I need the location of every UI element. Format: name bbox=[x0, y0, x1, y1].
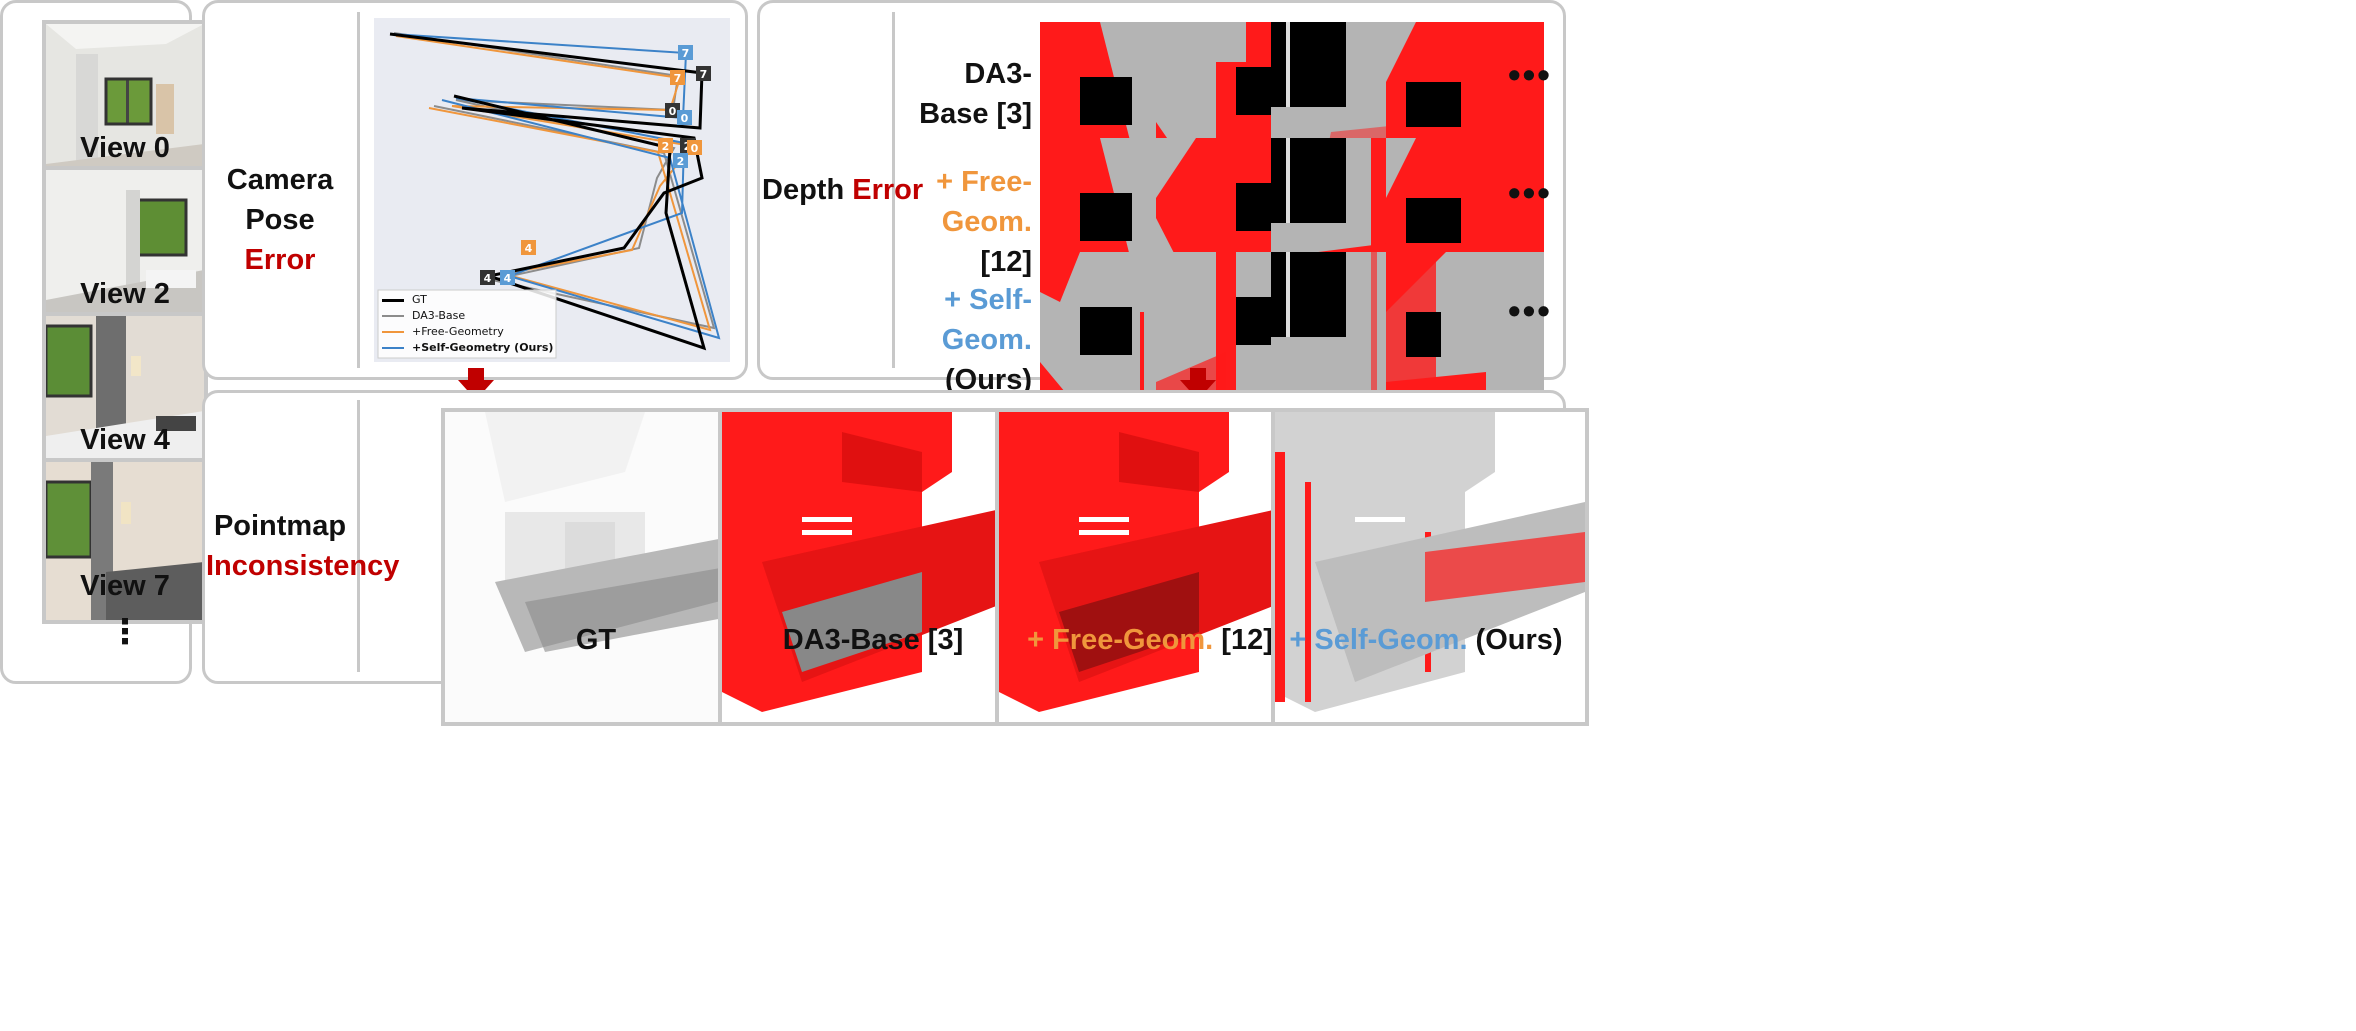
svg-text:7: 7 bbox=[674, 72, 682, 85]
view-label: View 7 bbox=[80, 570, 170, 602]
svg-text:7: 7 bbox=[700, 68, 708, 81]
legend-item-self: +Self-Geometry (Ours) bbox=[382, 340, 553, 356]
depth-row-ellipsis: ••• bbox=[1508, 172, 1552, 213]
depth-error-title: Depth Error bbox=[762, 170, 923, 210]
depth-error-label: Error bbox=[852, 174, 924, 206]
view-label: View 0 bbox=[80, 132, 170, 164]
svg-text:0: 0 bbox=[669, 105, 677, 118]
more-views-icon: ⋮ bbox=[108, 613, 142, 651]
camera-legend: GT DA3-Base +Free-Geometry +Self-Geometr… bbox=[382, 292, 553, 356]
camera-pose-label: Camera Pose bbox=[226, 164, 334, 236]
camera-pose-title: Camera Pose Error bbox=[212, 160, 348, 280]
svg-text:7: 7 bbox=[682, 47, 690, 60]
camera-error-label: Error bbox=[244, 244, 316, 276]
depth-row-base-label: DA3-Base [3] bbox=[919, 58, 1032, 130]
pointmap-caption-free: + Free-Geom. [12] bbox=[1027, 624, 1273, 656]
pointmap-inconsistency-label: Inconsistency bbox=[206, 550, 400, 582]
svg-text:2: 2 bbox=[677, 155, 685, 168]
pointmap-gt bbox=[441, 408, 759, 726]
pointmap-caption-base: DA3-Base [3] bbox=[782, 624, 964, 656]
pointmap-title: Pointmap Inconsistency bbox=[206, 506, 399, 586]
svg-text:4: 4 bbox=[525, 242, 533, 255]
pointmap-base bbox=[718, 408, 1036, 726]
pointmap-caption-self: + Self-Geom. (Ours) bbox=[1289, 624, 1563, 656]
view-label: View 4 bbox=[80, 424, 170, 456]
pointmap-caption-gt: GT bbox=[575, 624, 617, 656]
svg-text:2: 2 bbox=[662, 140, 670, 153]
legend-item-gt: GT bbox=[382, 292, 553, 308]
legend-item-free: +Free-Geometry bbox=[382, 324, 553, 340]
pointmap-panel-divider bbox=[357, 400, 360, 672]
depth-row-ellipsis: ••• bbox=[1508, 54, 1552, 95]
depth-row-self-label: + Self-Geom. (Ours) bbox=[941, 284, 1032, 396]
depth-tile bbox=[1386, 252, 1544, 410]
svg-text:4: 4 bbox=[484, 272, 492, 285]
view-2-image bbox=[42, 166, 208, 332]
svg-text:0: 0 bbox=[681, 112, 689, 125]
camera-panel-divider bbox=[357, 12, 360, 368]
depth-panel-divider bbox=[892, 12, 895, 368]
pointmap-free bbox=[995, 408, 1313, 726]
view-label: View 2 bbox=[80, 278, 170, 310]
depth-row-ellipsis: ••• bbox=[1508, 290, 1552, 331]
view-7-image bbox=[42, 458, 208, 624]
camera-trajectory-plot: 7 7 7 0 0 2 2 0 2 4 4 4 GT DA3-Base +Fre… bbox=[374, 18, 730, 362]
svg-text:4: 4 bbox=[504, 272, 512, 285]
depth-label: Depth bbox=[762, 174, 845, 206]
legend-item-base: DA3-Base bbox=[382, 308, 553, 324]
depth-row-free-label: + Free-Geom. [12] bbox=[936, 166, 1032, 278]
svg-text:0: 0 bbox=[691, 142, 699, 155]
pointmap-self bbox=[1271, 408, 1589, 726]
pointmap-label: Pointmap bbox=[213, 510, 347, 542]
